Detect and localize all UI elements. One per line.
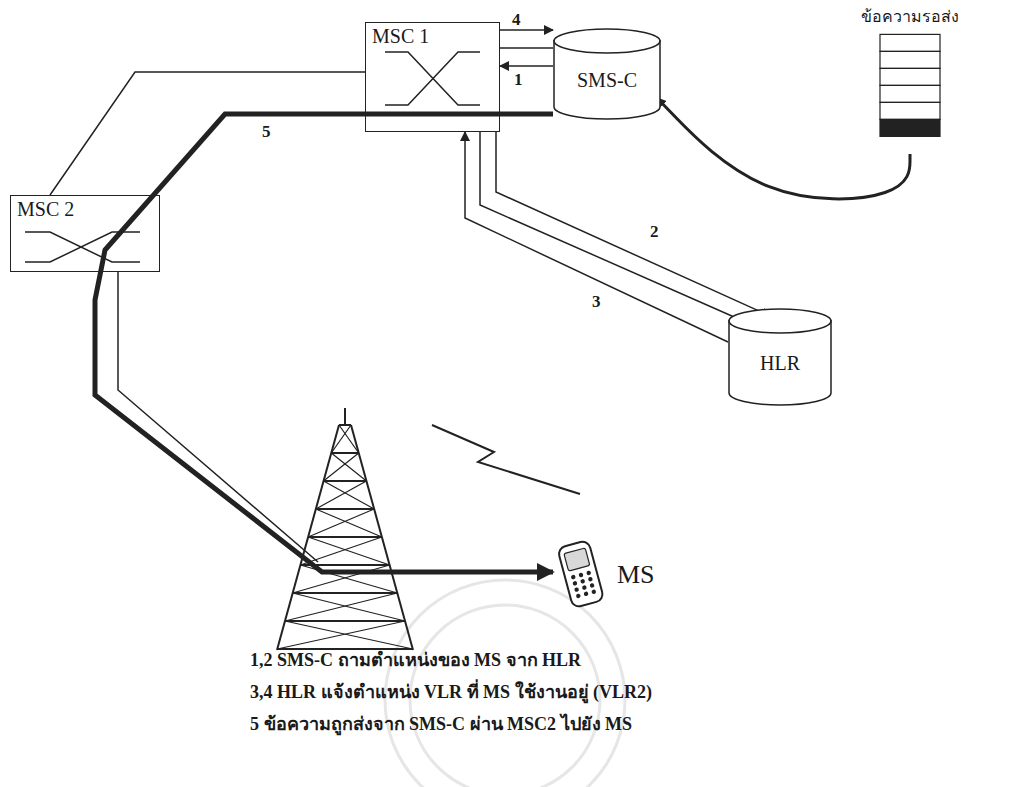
connector <box>465 132 728 342</box>
phone-icon <box>553 535 609 615</box>
database-cylinder: HLR <box>728 308 832 406</box>
mobile-station: MS <box>553 535 683 615</box>
radio-link <box>432 425 580 494</box>
caption-line: 3,4 HLR แจ้งตำแหน่ง VLR ที่ MS ใช้งานอยู… <box>250 682 652 703</box>
radio-tower <box>277 408 413 650</box>
switch-box: MSC 2 <box>10 195 160 272</box>
connector <box>480 132 750 324</box>
message-queue: ข้อความรอส่ง <box>858 8 962 154</box>
step-number: 1 <box>514 70 523 90</box>
node-label: HLR <box>760 352 800 375</box>
switch-symbol <box>25 52 480 262</box>
node-label: ข้อความรอส่ง <box>861 8 959 26</box>
step-number: 4 <box>512 10 521 30</box>
connector <box>95 114 553 572</box>
connector <box>500 47 553 49</box>
connector <box>500 29 553 31</box>
caption-line: 5 ข้อความถูกส่งจาก SMS-C ผ่าน MSC2 ไปยัง… <box>250 714 632 735</box>
node-label: SMS-C <box>577 69 637 92</box>
step-number: 5 <box>262 122 271 142</box>
queue-stack <box>858 8 962 154</box>
step-number: 3 <box>592 292 601 312</box>
step-number: 2 <box>650 222 659 242</box>
node-label: MSC 2 <box>17 198 74 221</box>
switch-box: MSC 1 <box>365 22 500 132</box>
node-label: MS <box>617 560 655 590</box>
caption-line: 1,2 SMS-C ถามตำแหน่งของ MS จาก HLR <box>250 650 581 671</box>
tower-wire <box>118 272 318 562</box>
database-cylinder: SMS-C <box>553 28 661 120</box>
connector <box>657 98 910 199</box>
node-label: MSC 1 <box>372 25 429 48</box>
connector <box>500 65 553 67</box>
connector <box>496 132 770 316</box>
